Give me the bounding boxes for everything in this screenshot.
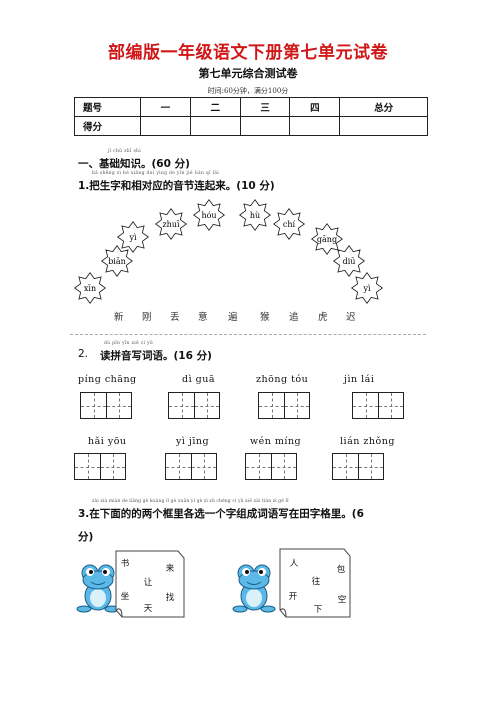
star-yi-2[interactable]: yì (351, 272, 383, 304)
pinyin-word: píng chāng (78, 374, 137, 385)
section1-heading: 一、基础知识。(60 分) (78, 158, 190, 170)
star-xin[interactable]: xīn (74, 272, 106, 304)
frog-illustration (232, 564, 276, 613)
syllable-label: diū (343, 257, 356, 266)
tianzige-box[interactable] (74, 453, 126, 480)
card-char[interactable]: 开 (288, 592, 298, 602)
word-card (279, 548, 351, 618)
syllable-label: hù (250, 211, 260, 220)
syllable-label: biān (108, 257, 126, 266)
char-gang[interactable]: 刚 (142, 312, 152, 323)
char-hu[interactable]: 虎 (318, 312, 328, 323)
card-char[interactable]: 人 (289, 559, 299, 569)
pinyin-word: hǎi yōu (88, 436, 127, 447)
q2-number: 2. (78, 348, 89, 360)
star-bian[interactable]: biān (101, 245, 133, 277)
score-table-header-row: 题号 一 二 三 四 总分 (74, 97, 428, 117)
exam-subtitle: 第七单元综合测试卷 (198, 67, 298, 80)
q2-heading: 读拼音写词语。(16 分) (100, 350, 212, 362)
syllable-label: gāng (317, 235, 337, 244)
pinyin-word: dì guā (182, 374, 216, 385)
char-diu[interactable]: 丢 (170, 312, 180, 323)
score-entry-cell[interactable] (239, 116, 291, 136)
card-char[interactable]: 来 (165, 564, 175, 574)
star-hu[interactable]: hù (239, 199, 271, 231)
syllable-stars: xīn biān yì zhuī hóu hù chí gāng diū yì (74, 199, 383, 304)
card-char[interactable]: 空 (337, 595, 347, 605)
star-diu[interactable]: diū (333, 245, 365, 277)
score-entry-cell[interactable] (140, 116, 191, 136)
section1-pinyin: jī chǔ zhī shi (108, 149, 141, 154)
tianzige-box[interactable] (352, 392, 404, 419)
word-card (115, 550, 185, 618)
score-table-cell: 四 (289, 97, 341, 117)
card-char[interactable]: 包 (336, 565, 346, 575)
card-char[interactable]: 天 (143, 604, 153, 614)
pinyin-word: yì jīng (176, 436, 210, 447)
time-and-score-note: 时间:60分钟，满分100分 (207, 87, 289, 95)
card-char[interactable]: 往 (311, 577, 321, 587)
syllable-label: hóu (201, 211, 216, 220)
card-char[interactable]: 下 (313, 605, 323, 615)
tianzige-box[interactable] (332, 453, 384, 480)
card-char[interactable]: 让 (143, 578, 153, 588)
star-gang[interactable]: gāng (311, 223, 343, 255)
tianzige-box[interactable] (165, 453, 217, 480)
score-table-cell: 得分 (74, 116, 141, 136)
q2-pinyin: dú pīn yīn xiě cí yǔ (104, 341, 154, 346)
card-char[interactable]: 书 (120, 559, 130, 569)
syllable-label: xīn (84, 284, 96, 293)
star-chi[interactable]: chí (273, 208, 305, 240)
pinyin-word: zhōng tóu (256, 374, 309, 385)
char-hou[interactable]: 猴 (260, 312, 270, 323)
star-yi-1[interactable]: yì (117, 221, 149, 253)
score-table-score-row: 得分 (74, 116, 428, 136)
score-entry-cell[interactable] (339, 116, 428, 136)
section-divider (70, 334, 426, 335)
score-entry-cell[interactable] (289, 116, 341, 136)
syllable-label: chí (283, 220, 296, 229)
q1-pinyin: bǎ shēng zì hé xiāng duì yìng de yīn jié… (92, 171, 220, 176)
char-bian[interactable]: 遍 (228, 312, 238, 323)
char-yi[interactable]: 意 (198, 312, 208, 323)
score-table-cell: 总分 (339, 97, 428, 117)
tianzige-box[interactable] (245, 453, 297, 480)
score-table-cell: 二 (189, 97, 241, 117)
q3-pinyin: zài xià miàn de liǎng gè kuàng lǐ gè xuǎ… (92, 499, 289, 504)
pinyin-word: wén míng (250, 436, 302, 447)
star-hou[interactable]: hóu (193, 199, 225, 231)
score-table-cell: 一 (140, 97, 191, 117)
q1-heading: 1.把生字和相对应的音节连起来。(10 分) (78, 180, 275, 192)
tianzige-box[interactable] (258, 392, 310, 419)
pinyin-word: lián zhǒng (340, 436, 395, 447)
char-chi[interactable]: 迟 (346, 312, 356, 323)
score-table-cell: 题号 (74, 97, 141, 117)
card-char[interactable]: 找 (165, 593, 175, 603)
syllable-label: zhuī (162, 220, 180, 229)
q3-heading-line1: 3.在下面的的两个框里各选一个字组成词语写在田字格里。(6 (78, 508, 364, 520)
char-zhui[interactable]: 追 (289, 312, 299, 323)
syllable-label: yì (128, 233, 137, 242)
score-table: 题号 一 二 三 四 总分 得分 (74, 97, 428, 136)
pinyin-word: jìn lái (344, 374, 375, 385)
star-zhui[interactable]: zhuī (155, 208, 187, 240)
tianzige-box[interactable] (80, 392, 132, 419)
score-entry-cell[interactable] (189, 116, 241, 136)
card-char[interactable]: 坐 (120, 592, 130, 602)
tianzige-box[interactable] (168, 392, 220, 419)
char-xin[interactable]: 新 (114, 312, 124, 323)
score-table-cell: 三 (239, 97, 291, 117)
syllable-label: yì (362, 284, 371, 293)
q3-heading-line2: 分) (78, 531, 94, 543)
document-title: 部编版一年级语文下册第七单元试卷 (108, 43, 388, 63)
frog-illustration (76, 564, 120, 613)
